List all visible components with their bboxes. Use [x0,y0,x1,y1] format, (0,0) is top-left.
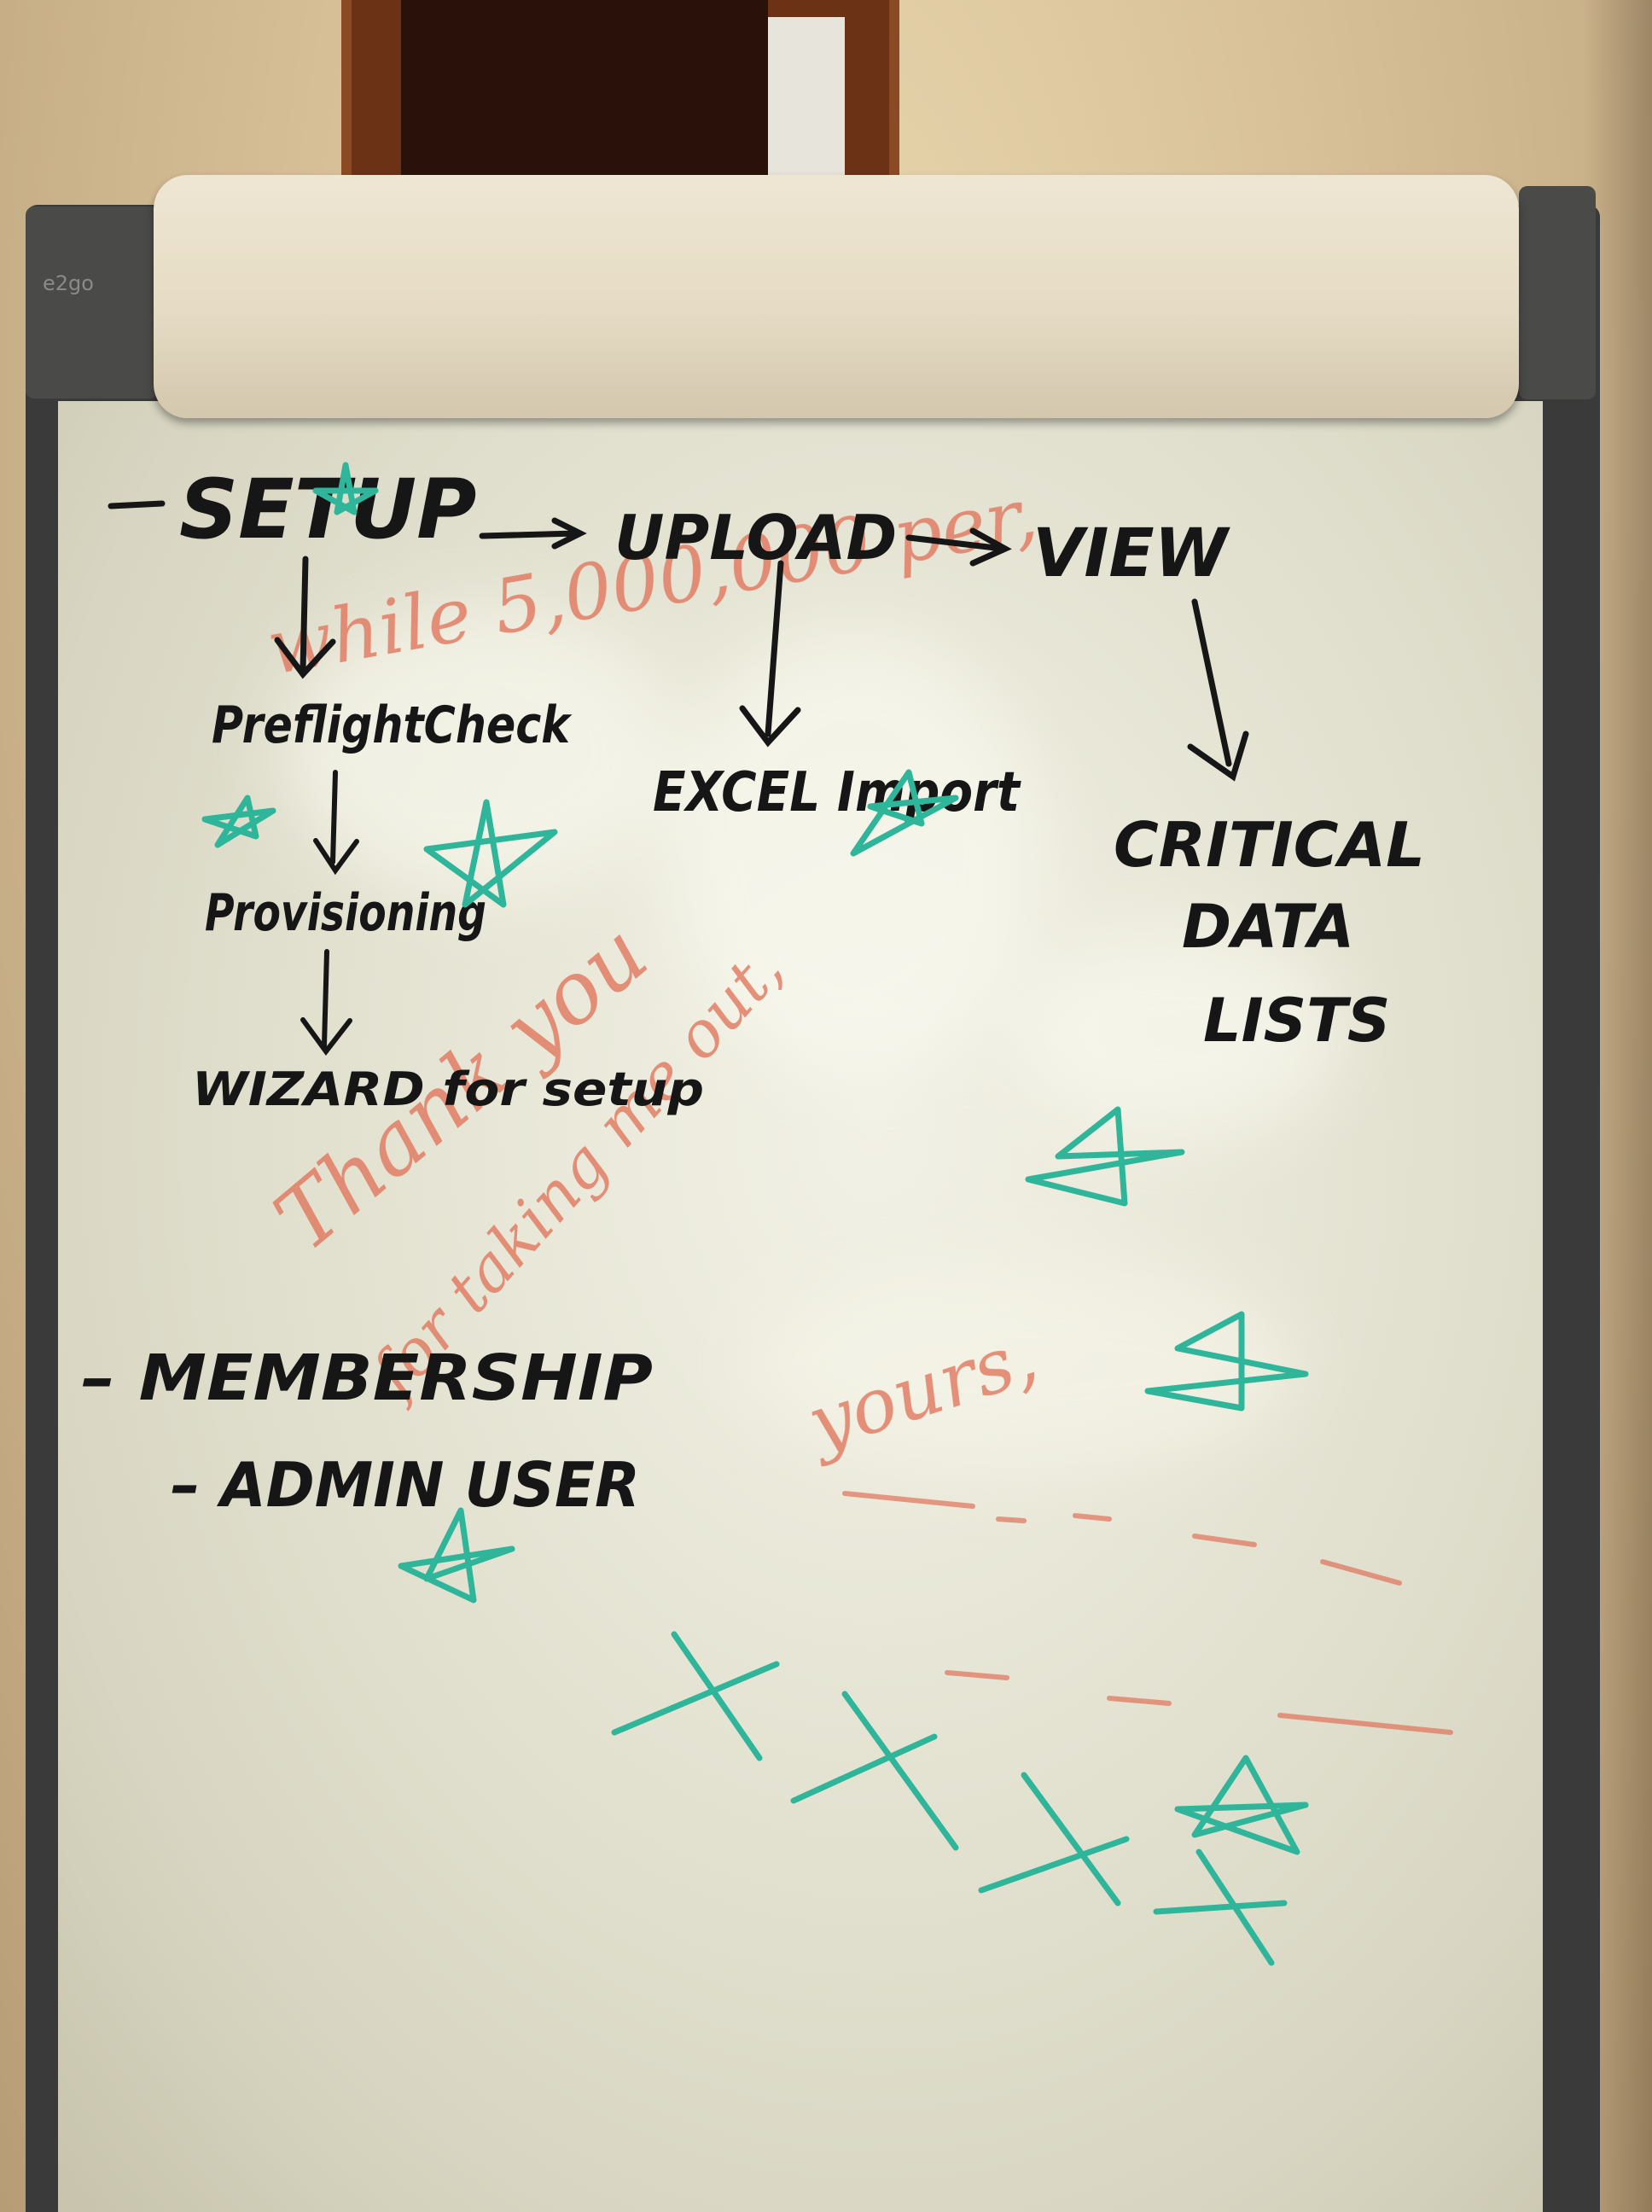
critical-label-line-3: LISTS [1203,986,1390,1056]
star-icon [850,769,959,857]
star-icon [398,1507,515,1604]
star-icon [1174,1755,1309,1855]
doorway [401,0,768,196]
roll-holder-left [26,207,158,399]
membership-label: – MEMBERSHIP [81,1342,653,1415]
star-icon [201,795,276,848]
cross-icon [1153,1848,1288,1966]
arrow-setup-upload [479,517,587,550]
cross-icon [790,1691,959,1851]
cross-icon [978,1772,1130,1906]
critical-label-line-2: DATA [1182,892,1354,962]
view-label: VIEW [1032,515,1231,592]
upload-label: UPLOAD [614,502,897,573]
arrow-upload-view [905,527,1012,567]
green-marks [201,462,1309,1966]
dash [108,500,166,509]
brand-mark: e2go [43,271,94,295]
excel-label: EXCEL Import [653,761,1021,824]
arrow-upload-excel [739,560,801,748]
setup-label: SETUP [179,462,477,557]
doorway-light [768,17,845,188]
flow-diagram: SETUP UPLOAD VIEW PreflightCheck Provisi… [81,462,1425,1521]
arrow-setup-preflight [274,556,336,679]
arrow-provisioning-wizard [300,949,352,1056]
star-icon [423,799,558,908]
star-icon [1144,1311,1309,1412]
star-icon [312,462,379,515]
cross-icon [611,1631,780,1761]
arrow-preflight-provisioning [313,770,359,876]
admin-user-label: – ADMIN USER [171,1449,640,1521]
red-dots [842,1491,1453,1735]
arrow-view-critical [1187,598,1249,782]
roll-holder-right [1519,186,1596,399]
paper-roll [154,175,1519,418]
star-icon [1025,1106,1185,1207]
preflight-label: PreflightCheck [212,696,573,755]
provisioning-label: Provisioning [205,883,486,943]
critical-label-line-1: CRITICAL [1114,809,1425,881]
wizard-label: WIZARD for setup [192,1062,704,1116]
